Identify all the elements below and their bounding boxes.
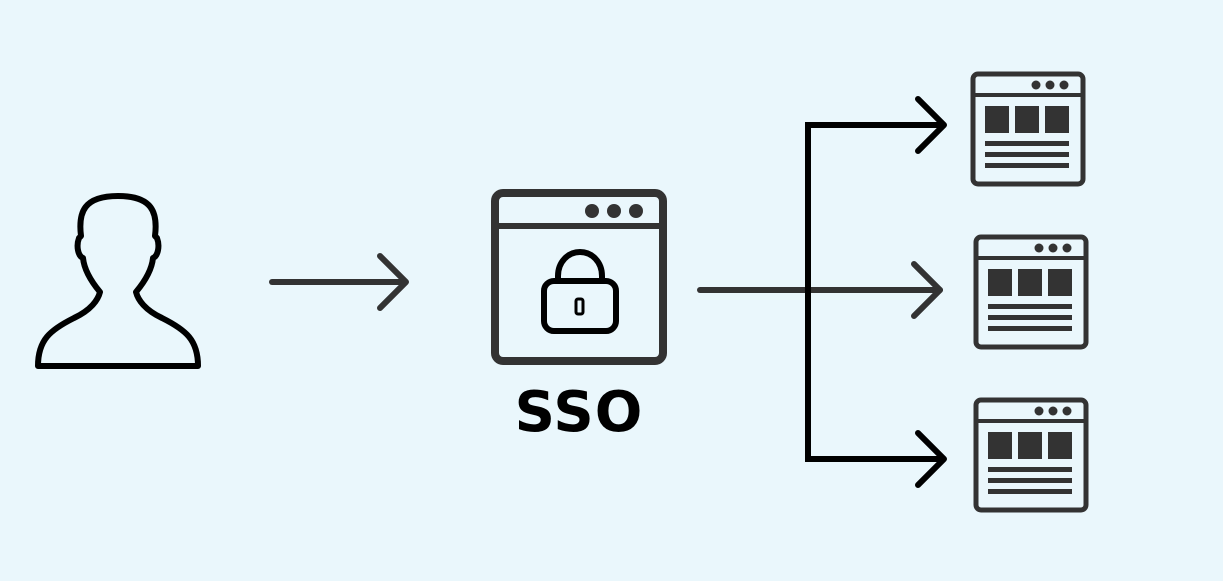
user-icon [35, 193, 201, 369]
sso-lock-window-icon [491, 189, 667, 365]
lock-icon [541, 249, 619, 334]
branch-connector [697, 96, 947, 488]
app-window-icon [970, 71, 1086, 187]
sso-label: SSO [514, 380, 644, 445]
app-window-icon [973, 234, 1089, 350]
arrow-user-to-sso [269, 253, 409, 311]
app-window-icon [973, 397, 1089, 513]
